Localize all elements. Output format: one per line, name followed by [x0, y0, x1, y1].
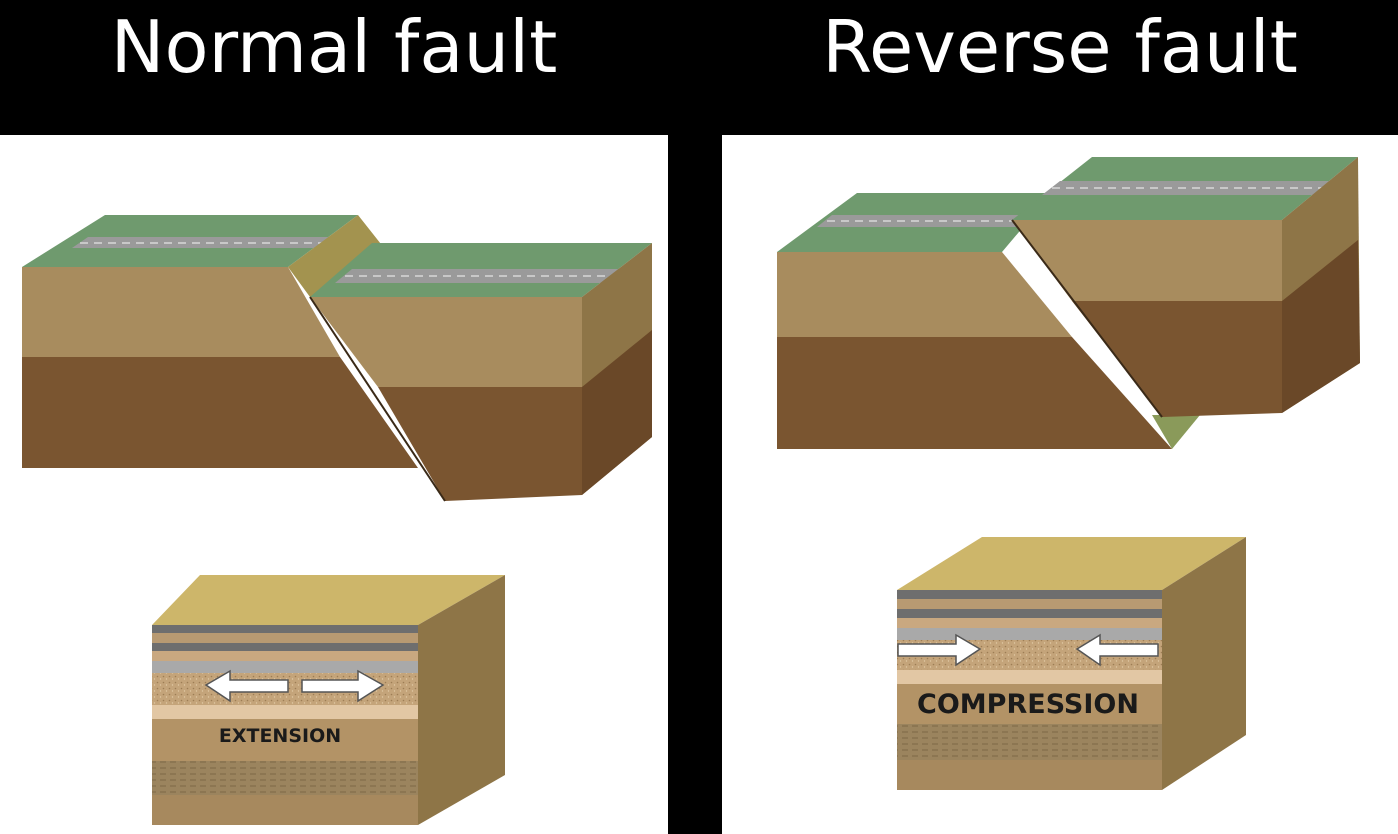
- compression-block: COMPRESSION: [897, 537, 1246, 790]
- extension-block: EXTENSION: [152, 575, 505, 825]
- extension-label: EXTENSION: [219, 725, 341, 747]
- footwall-block: [777, 193, 1200, 449]
- fault-plane-line: [1011, 219, 1163, 418]
- block-top: [897, 537, 1246, 590]
- reverse-fault-diagram: COMPRESSION: [777, 157, 1360, 790]
- block-side: [1162, 537, 1246, 790]
- compression-label: COMPRESSION: [917, 689, 1139, 720]
- footwall-block: [22, 215, 418, 468]
- fault-scarp: [288, 215, 388, 297]
- footwall-upper-layer: [22, 267, 340, 357]
- footwall-lower-layer: [777, 337, 1172, 449]
- hanging-wall-lower-layer: [378, 387, 582, 501]
- footwall-upper-layer: [777, 252, 1072, 337]
- reverse-fault-panel: COMPRESSION: [722, 135, 1398, 834]
- hanging-wall-block: [1011, 157, 1360, 418]
- hanging-wall-block: [309, 243, 652, 502]
- hanging-wall-upper-layer: [1012, 220, 1282, 301]
- reverse-fault-title: Reverse fault: [822, 5, 1298, 89]
- block-top: [152, 575, 505, 625]
- extension-arrow-left: [204, 669, 289, 703]
- hanging-wall-upper-layer: [310, 297, 582, 387]
- block-side: [418, 575, 505, 825]
- normal-fault-title: Normal fault: [110, 5, 558, 89]
- footwall-lower-layer: [22, 357, 418, 468]
- compression-arrow-left: [897, 633, 982, 667]
- fault-plane-line: [309, 296, 446, 502]
- hanging-wall-road: [335, 269, 634, 283]
- compression-arrow-right: [1075, 633, 1159, 667]
- normal-fault-panel: EXTENSION: [0, 135, 668, 834]
- normal-fault-diagram: EXTENSION: [22, 215, 652, 825]
- extension-arrow-right: [301, 669, 385, 703]
- hanging-wall-lower-layer: [1072, 301, 1282, 417]
